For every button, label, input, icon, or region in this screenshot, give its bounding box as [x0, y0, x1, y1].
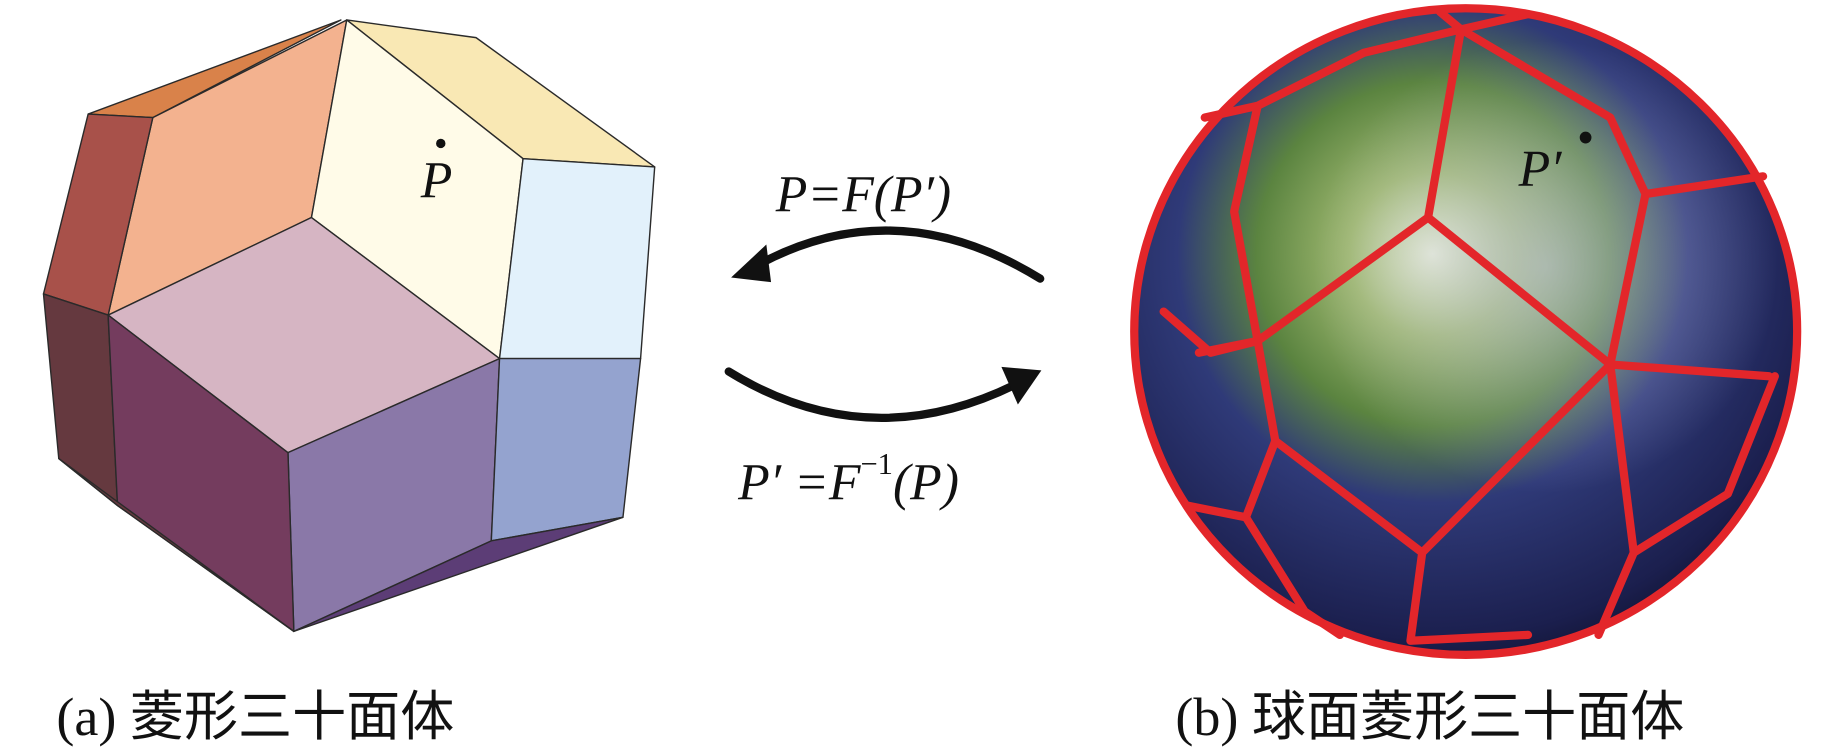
caption-b: (b) 球面菱形三十面体 [1175, 687, 1684, 747]
inverse-label-argument: (P) [893, 455, 959, 512]
point-p-label: P [420, 153, 453, 210]
inverse-arrow [724, 367, 1025, 422]
inverse-label-base: P′ =F [737, 455, 862, 512]
face-bottom-left [58, 457, 295, 633]
inverse-mapping-label: P′ =F−1(P) [737, 447, 959, 512]
spherical-grid [1130, 4, 1802, 660]
forward-arrow [748, 226, 1045, 283]
point-p-prime-dot [1579, 131, 1592, 144]
mapping-arrows: P=F(P′) P′ =F−1(P) [724, 167, 1045, 512]
rhombic-triacontahedron: P [42, 19, 656, 633]
arrowhead-left-icon [731, 244, 772, 283]
face-blue-mid [490, 357, 642, 542]
face-light-blue [498, 158, 656, 360]
face-purple-dark [293, 516, 624, 633]
point-p-prime-label: P′ [1518, 141, 1563, 198]
forward-mapping-label: P=F(P′) [775, 167, 951, 224]
arrowhead-right-icon [1001, 366, 1042, 405]
spherical-rhombic-triacontahedron: P′ [1130, 4, 1802, 660]
point-p-dot [436, 138, 446, 149]
caption-a: (a) 菱形三十面体 [56, 687, 454, 747]
inverse-label-exponent: −1 [860, 447, 893, 481]
